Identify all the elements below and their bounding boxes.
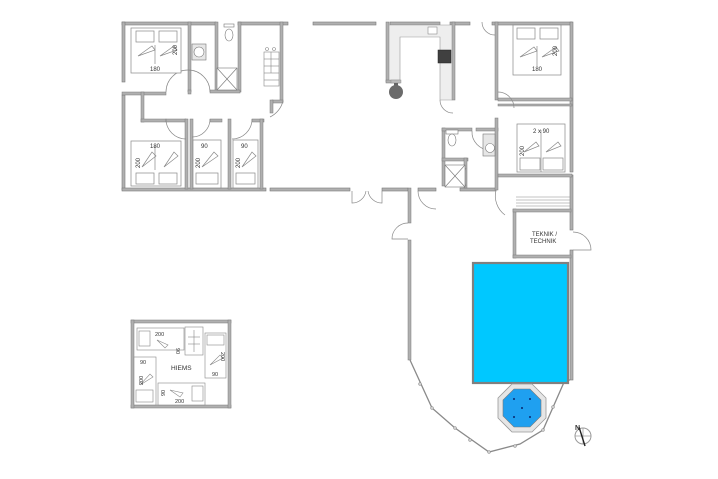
bed-label: 200 xyxy=(553,45,559,56)
bed-label: 200 xyxy=(520,145,526,156)
loft-bed-label: 90 xyxy=(161,390,167,396)
loft-bed-label: 200 xyxy=(139,376,145,385)
loft-bed-label: 90 xyxy=(212,372,218,378)
loft-bed-label: 90 xyxy=(140,360,146,366)
bed-label: 180 xyxy=(532,67,543,73)
kitchen-counter xyxy=(388,24,453,101)
technik-room-label: TEKNIK / TECHNIK xyxy=(530,232,557,245)
bed-label: 200 xyxy=(136,157,142,168)
stairs-technik xyxy=(516,196,570,207)
wood-stove-icon xyxy=(389,85,403,99)
loft-bed-label: 200 xyxy=(155,332,164,338)
bed-label: 90 xyxy=(241,144,248,150)
loft-bed-label: 200 xyxy=(175,399,184,405)
loft-label: HIEMS xyxy=(171,365,192,372)
loft-bed-label: 200 xyxy=(219,352,225,361)
stove-icon xyxy=(437,49,452,64)
bed-label: 180 xyxy=(150,67,161,73)
bed-label: 200 xyxy=(196,157,202,168)
sink-icon xyxy=(427,26,438,35)
toilet-icon xyxy=(447,133,457,147)
pool-area-walls xyxy=(409,359,570,453)
beds xyxy=(130,24,566,189)
bed-dimension-labels: 180 200 180 200 90 200 90 200 180 200 2 … xyxy=(136,44,559,168)
svg-text:TEKNIK /: TEKNIK / xyxy=(532,232,557,238)
bed-label: 2 x 90 xyxy=(533,129,550,135)
loft-plan: 200 90 200 90 90 200 90 200 HIEMS xyxy=(130,319,232,409)
bathroom-left xyxy=(191,23,238,91)
pool-fence-posts xyxy=(418,382,555,454)
bed-label: 180 xyxy=(150,144,161,150)
loft-bed-label: 90 xyxy=(174,348,180,354)
compass-north-label: N xyxy=(575,425,580,432)
compass-north-arrow: N xyxy=(574,425,592,447)
stairs-main xyxy=(263,47,280,87)
toilet-icon xyxy=(224,28,234,42)
exterior-walls xyxy=(121,21,574,381)
svg-text:TECHNIK: TECHNIK xyxy=(530,239,556,245)
bed-label: 200 xyxy=(236,157,242,168)
interior-walls xyxy=(121,21,573,361)
bathroom-right xyxy=(444,129,496,188)
bed-label: 90 xyxy=(201,144,208,150)
swimming-pool xyxy=(471,261,570,385)
bed-label: 200 xyxy=(173,44,179,55)
spa-hot-tub xyxy=(497,383,547,433)
